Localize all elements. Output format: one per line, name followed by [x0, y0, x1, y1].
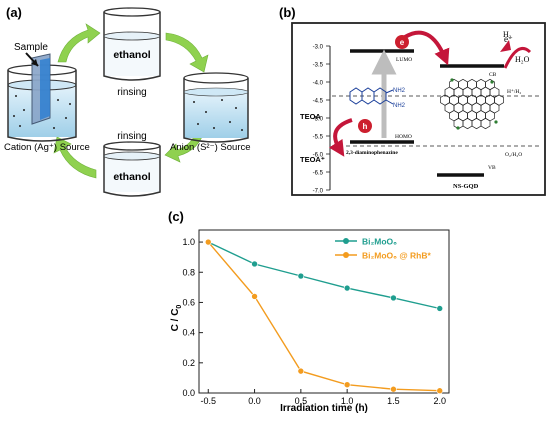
plot-frame — [198, 229, 450, 394]
series-2-point — [390, 385, 397, 393]
diaminophenazine-molecule-icon — [349, 87, 394, 105]
y-tick-label: 0.2 — [182, 358, 195, 368]
series-1-point — [251, 260, 258, 268]
h-couple-label: H⁺/H₂ — [507, 88, 521, 95]
y-axis-label-group: C / C0 — [170, 305, 183, 332]
dopant-atom — [456, 126, 460, 130]
hole-label: h — [363, 122, 368, 131]
x-tick-label: -0.5 — [201, 396, 217, 406]
x-tick-label: 1.0 — [341, 396, 354, 406]
panel-a: (a) Sample Cation (Ag⁺) Sour — [4, 5, 251, 197]
gqd-label: NS-GQD — [453, 183, 479, 190]
homo-label: HOMO — [395, 134, 412, 140]
energy-diagram-frame — [291, 22, 546, 196]
series-1-point — [343, 284, 351, 292]
energy-tick-label: -4.0 — [313, 81, 324, 87]
teoa-label: TEOA — [300, 112, 321, 121]
lumo-label: LUMO — [396, 57, 412, 63]
series-2-point — [343, 381, 351, 388]
x-tick-label: 1.5 — [387, 396, 400, 406]
arrow-icon — [53, 136, 97, 179]
teoa-plus-label: TEOA⁺ — [300, 155, 325, 164]
electron-label: e — [400, 38, 405, 47]
y-axis-label: C / C0 — [170, 305, 183, 332]
sample-label: Sample — [14, 42, 48, 53]
energy-tick-label: -7.0 — [313, 189, 324, 195]
ethanol-beaker-bottom — [103, 141, 161, 197]
series-2-point — [436, 387, 444, 395]
panel-c: (c) -0.5 0.0 0.5 1.0 1.5 2.0 0.0 0.2 0.4 0.6 0.8 1.… — [168, 209, 450, 414]
energy-tick-label: -6.0 — [313, 153, 324, 159]
legend: Bi₂MoO₆ Bi₂MoO₆ @ RhB* — [335, 237, 432, 261]
x-tick-label: 2.0 — [433, 396, 446, 406]
arrow-icon — [165, 32, 209, 73]
panel-a-label: (a) — [6, 5, 22, 20]
electron-transfer-arrow — [403, 30, 450, 66]
dopant-atom — [490, 80, 494, 84]
energy-tick-label: -5.0 — [313, 117, 324, 123]
anion-beaker — [183, 72, 249, 143]
ethanol-top-label: ethanol — [113, 49, 150, 61]
series-1-point — [436, 305, 444, 312]
series-2-point — [297, 367, 305, 375]
electron-icon — [395, 35, 409, 49]
h2o-label: H₂O — [515, 55, 530, 64]
nh2-label-2: NH2 — [393, 103, 406, 109]
legend-swatch-marker — [343, 238, 349, 244]
gqd-hexagon — [480, 117, 491, 130]
y-tick-label: 1.0 — [182, 237, 195, 247]
legend-swatch-marker — [343, 252, 349, 258]
plot-series — [204, 238, 444, 395]
y-tick-label: 0.8 — [182, 267, 195, 277]
panel-b-label: (b) — [279, 5, 296, 20]
dopant-atom — [494, 120, 498, 124]
nh2-label-1: NH2 — [393, 88, 406, 94]
series-2-point — [251, 293, 258, 300]
gqd-sheet-icon — [440, 78, 504, 130]
reduction-arrow — [503, 47, 532, 69]
ethanol-beaker-top — [103, 7, 161, 81]
series-line-2 — [207, 241, 440, 392]
rinsing-bottom-label: rinsing — [117, 131, 146, 142]
molecule-name-label: 2,3-diaminophenazine — [346, 150, 398, 156]
rinsing-top-label: rinsing — [117, 87, 146, 98]
hole-transfer-arrow — [328, 118, 353, 157]
arrow-icon — [57, 23, 101, 63]
e-minus-label: e⁻ — [504, 34, 513, 44]
energy-tick-label: -3.0 — [313, 45, 324, 51]
series-line-1 — [208, 241, 440, 310]
energy-tick-label: -5.5 — [313, 135, 324, 141]
plot-axes: -0.5 0.0 0.5 1.0 1.5 2.0 0.0 0.2 0.4 0.6 0.8 1.0 — [182, 237, 446, 406]
y-tick-label: 0.6 — [182, 297, 195, 307]
h2-label: H₂ — [503, 30, 512, 39]
cb-label: CB — [489, 72, 497, 78]
o-couple-label: O₂/H₂O — [505, 152, 522, 158]
ethanol-bottom-label: ethanol — [113, 171, 150, 183]
y-tick-label: 0.4 — [182, 328, 195, 338]
anion-source-label: Anion (S²⁻) Source — [170, 142, 251, 153]
series-1-point — [390, 294, 397, 302]
legend-label-1: Bi₂MoO₆ — [362, 237, 397, 247]
cation-source-label: Cation (Ag⁺) Source — [4, 142, 90, 153]
vb-label: VB — [488, 165, 496, 171]
y-tick-label: 0.0 — [182, 388, 195, 398]
dopant-atom — [450, 78, 454, 82]
hole-icon — [358, 119, 372, 133]
x-tick-label: 0.0 — [248, 396, 261, 406]
cation-beaker — [7, 52, 77, 142]
panel-b: (b) -3.0 -3.5 -4.0 -4.5 -5.0 -5.5 -6.0 -6.5 -7.0… — [279, 5, 546, 196]
series-2-point — [204, 238, 212, 246]
energy-tick-label: -3.5 — [313, 63, 324, 69]
legend-label-2: Bi₂MoO₆ @ RhB* — [362, 251, 432, 261]
panel-c-label: (c) — [168, 209, 184, 224]
energy-tick-label: -6.5 — [313, 171, 324, 177]
x-tick-label: 0.5 — [295, 396, 308, 406]
series-1-point — [297, 272, 305, 280]
x-axis-label: Irradiation time (h) — [280, 403, 368, 414]
energy-tick-label: -4.5 — [313, 99, 324, 105]
